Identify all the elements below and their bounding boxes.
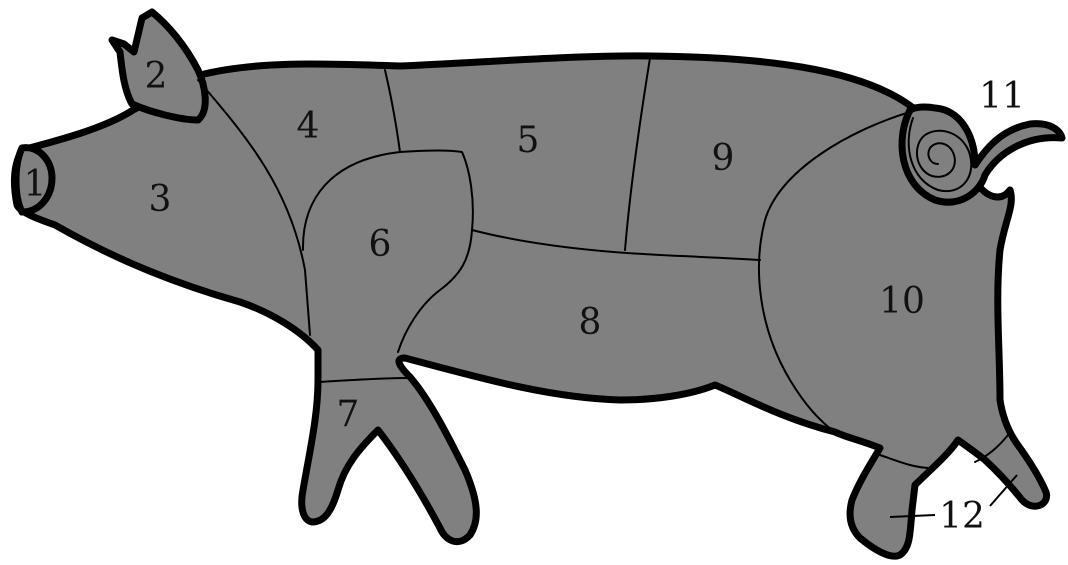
label-cut-1: 1 bbox=[24, 164, 47, 205]
label-cut-6: 6 bbox=[369, 224, 392, 265]
label-cut-11: 11 bbox=[979, 76, 1025, 117]
label-cut-3: 3 bbox=[149, 179, 172, 220]
label-cut-7: 7 bbox=[337, 394, 360, 435]
label-cut-8: 8 bbox=[579, 302, 602, 343]
label-cut-4: 4 bbox=[297, 106, 320, 147]
label-cut-10: 10 bbox=[879, 281, 925, 322]
pig-tail bbox=[902, 107, 1062, 202]
label-cut-5: 5 bbox=[517, 120, 540, 161]
label-cut-2: 2 bbox=[145, 56, 168, 97]
label-cut-9: 9 bbox=[712, 138, 735, 179]
label-cut-12: 12 bbox=[939, 496, 985, 537]
